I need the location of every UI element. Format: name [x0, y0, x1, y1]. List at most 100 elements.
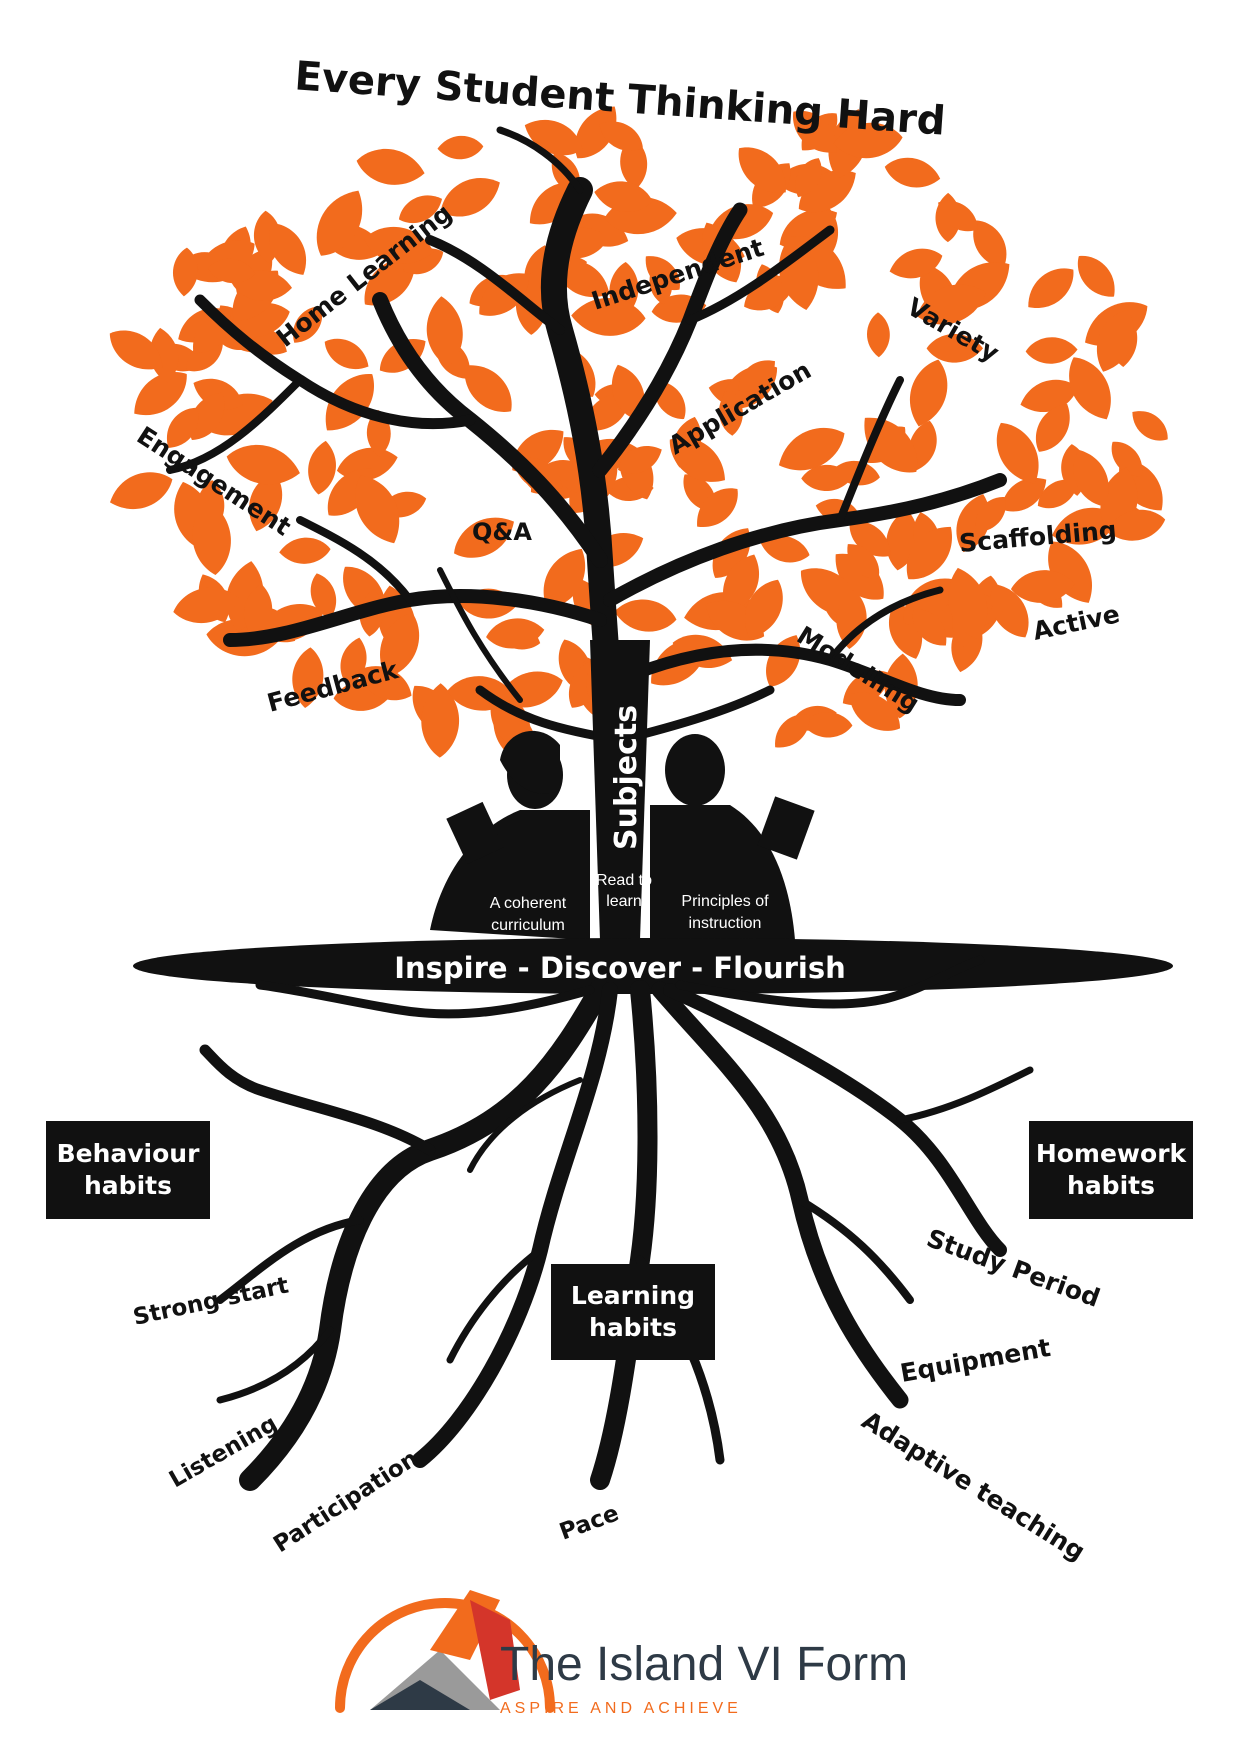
- leaf: [486, 618, 545, 649]
- homework-habits-line1: Homework: [1035, 1139, 1187, 1168]
- leaf: [1035, 403, 1070, 452]
- leaf: [310, 573, 336, 619]
- logo-name: The Island VI Form: [500, 1638, 908, 1691]
- label-participation: Participation: [269, 1446, 423, 1559]
- label-principles-of-instruction-1: Principles of: [681, 893, 769, 910]
- leaf: [849, 692, 901, 731]
- leaf: [926, 334, 984, 363]
- leaf: [1069, 357, 1111, 420]
- leaf: [1028, 268, 1074, 309]
- label-coherent-curriculum-2: curriculum: [491, 917, 565, 934]
- behaviour-habits-box: Behaviour habits: [46, 1121, 210, 1219]
- leaf: [109, 330, 163, 370]
- leaf: [1001, 478, 1047, 512]
- leaf: [866, 312, 890, 358]
- tree-roots: [199, 955, 1034, 1491]
- band-motto: Inspire - Discover - Flourish: [394, 951, 846, 985]
- label-read-to-learn-2: learn: [606, 893, 642, 910]
- leaf: [479, 273, 530, 316]
- leaf: [380, 612, 420, 678]
- leaf: [1096, 310, 1135, 372]
- leaf: [308, 440, 336, 495]
- leaf: [464, 365, 512, 412]
- label-principles-of-instruction-2: instruction: [689, 915, 762, 932]
- ground-band: [133, 938, 1173, 994]
- leaf: [1073, 449, 1109, 507]
- leaf: [618, 445, 662, 474]
- leaf: [363, 226, 434, 264]
- leaf: [909, 359, 948, 427]
- leaf: [795, 158, 822, 198]
- leaf: [172, 247, 198, 297]
- leaf: [316, 190, 363, 256]
- leaf: [357, 666, 412, 701]
- leaf: [760, 535, 810, 563]
- leaf: [269, 223, 307, 275]
- leaf: [884, 157, 941, 188]
- trunk-and-readers: [430, 640, 815, 940]
- leaf: [975, 497, 1006, 532]
- leaf: [543, 548, 586, 609]
- behaviour-habits-line2: habits: [84, 1171, 172, 1200]
- leaf: [1106, 509, 1166, 541]
- leaf: [426, 296, 463, 367]
- leaf: [1020, 379, 1078, 413]
- leaf: [836, 589, 867, 650]
- behaviour-habits-line1: Behaviour: [56, 1139, 200, 1168]
- leaf: [440, 178, 500, 217]
- leaf: [779, 235, 819, 311]
- homework-habits-box: Homework habits: [1029, 1121, 1193, 1219]
- leaf: [672, 416, 702, 468]
- leaf: [917, 284, 987, 325]
- leaf: [109, 472, 173, 510]
- leaf: [226, 445, 300, 485]
- leaf: [1132, 411, 1168, 441]
- leaf: [355, 475, 400, 544]
- leaf: [990, 584, 1029, 638]
- learning-habits-box: Learning habits: [551, 1264, 715, 1360]
- leaf: [421, 683, 460, 758]
- leaf: [802, 712, 853, 738]
- leaf: [793, 110, 837, 153]
- leaf: [719, 388, 743, 436]
- leaf: [279, 537, 331, 564]
- leaf: [575, 106, 617, 159]
- leaf: [847, 544, 880, 579]
- leaf: [697, 488, 738, 527]
- homework-habits-line2: habits: [1067, 1171, 1155, 1200]
- leaf: [645, 256, 680, 291]
- leaf: [324, 338, 369, 370]
- leaf: [973, 220, 1007, 269]
- leaf: [1077, 256, 1115, 297]
- leaf: [723, 554, 759, 612]
- leaf: [778, 427, 845, 471]
- leaf: [912, 609, 947, 646]
- leaf: [398, 195, 443, 223]
- leaf: [208, 258, 256, 284]
- logo-tagline: ASPIRE AND ACHIEVE: [500, 1700, 742, 1717]
- leaf: [948, 567, 988, 639]
- learning-habits-line1: Learning: [570, 1281, 696, 1310]
- leaf: [612, 364, 645, 421]
- label-pace: Pace: [556, 1500, 622, 1545]
- leaf: [775, 714, 810, 748]
- leaf: [293, 306, 323, 343]
- leaf: [594, 181, 653, 212]
- leaf: [173, 587, 240, 624]
- label-coherent-curriculum-1: A coherent: [490, 895, 567, 912]
- label-subjects: Subjects: [609, 705, 644, 850]
- label-active: Active: [1030, 599, 1122, 646]
- canopy-leaves: [109, 106, 1168, 766]
- label-feedback: Feedback: [264, 655, 402, 718]
- label-study-period: Study Period: [923, 1223, 1104, 1312]
- leaf: [738, 147, 786, 193]
- leaf: [833, 122, 903, 159]
- leaf: [192, 500, 231, 576]
- leaf: [906, 526, 952, 580]
- leaf: [889, 248, 943, 279]
- leaf: [292, 647, 324, 709]
- leaf: [167, 407, 199, 448]
- leaf: [614, 599, 677, 632]
